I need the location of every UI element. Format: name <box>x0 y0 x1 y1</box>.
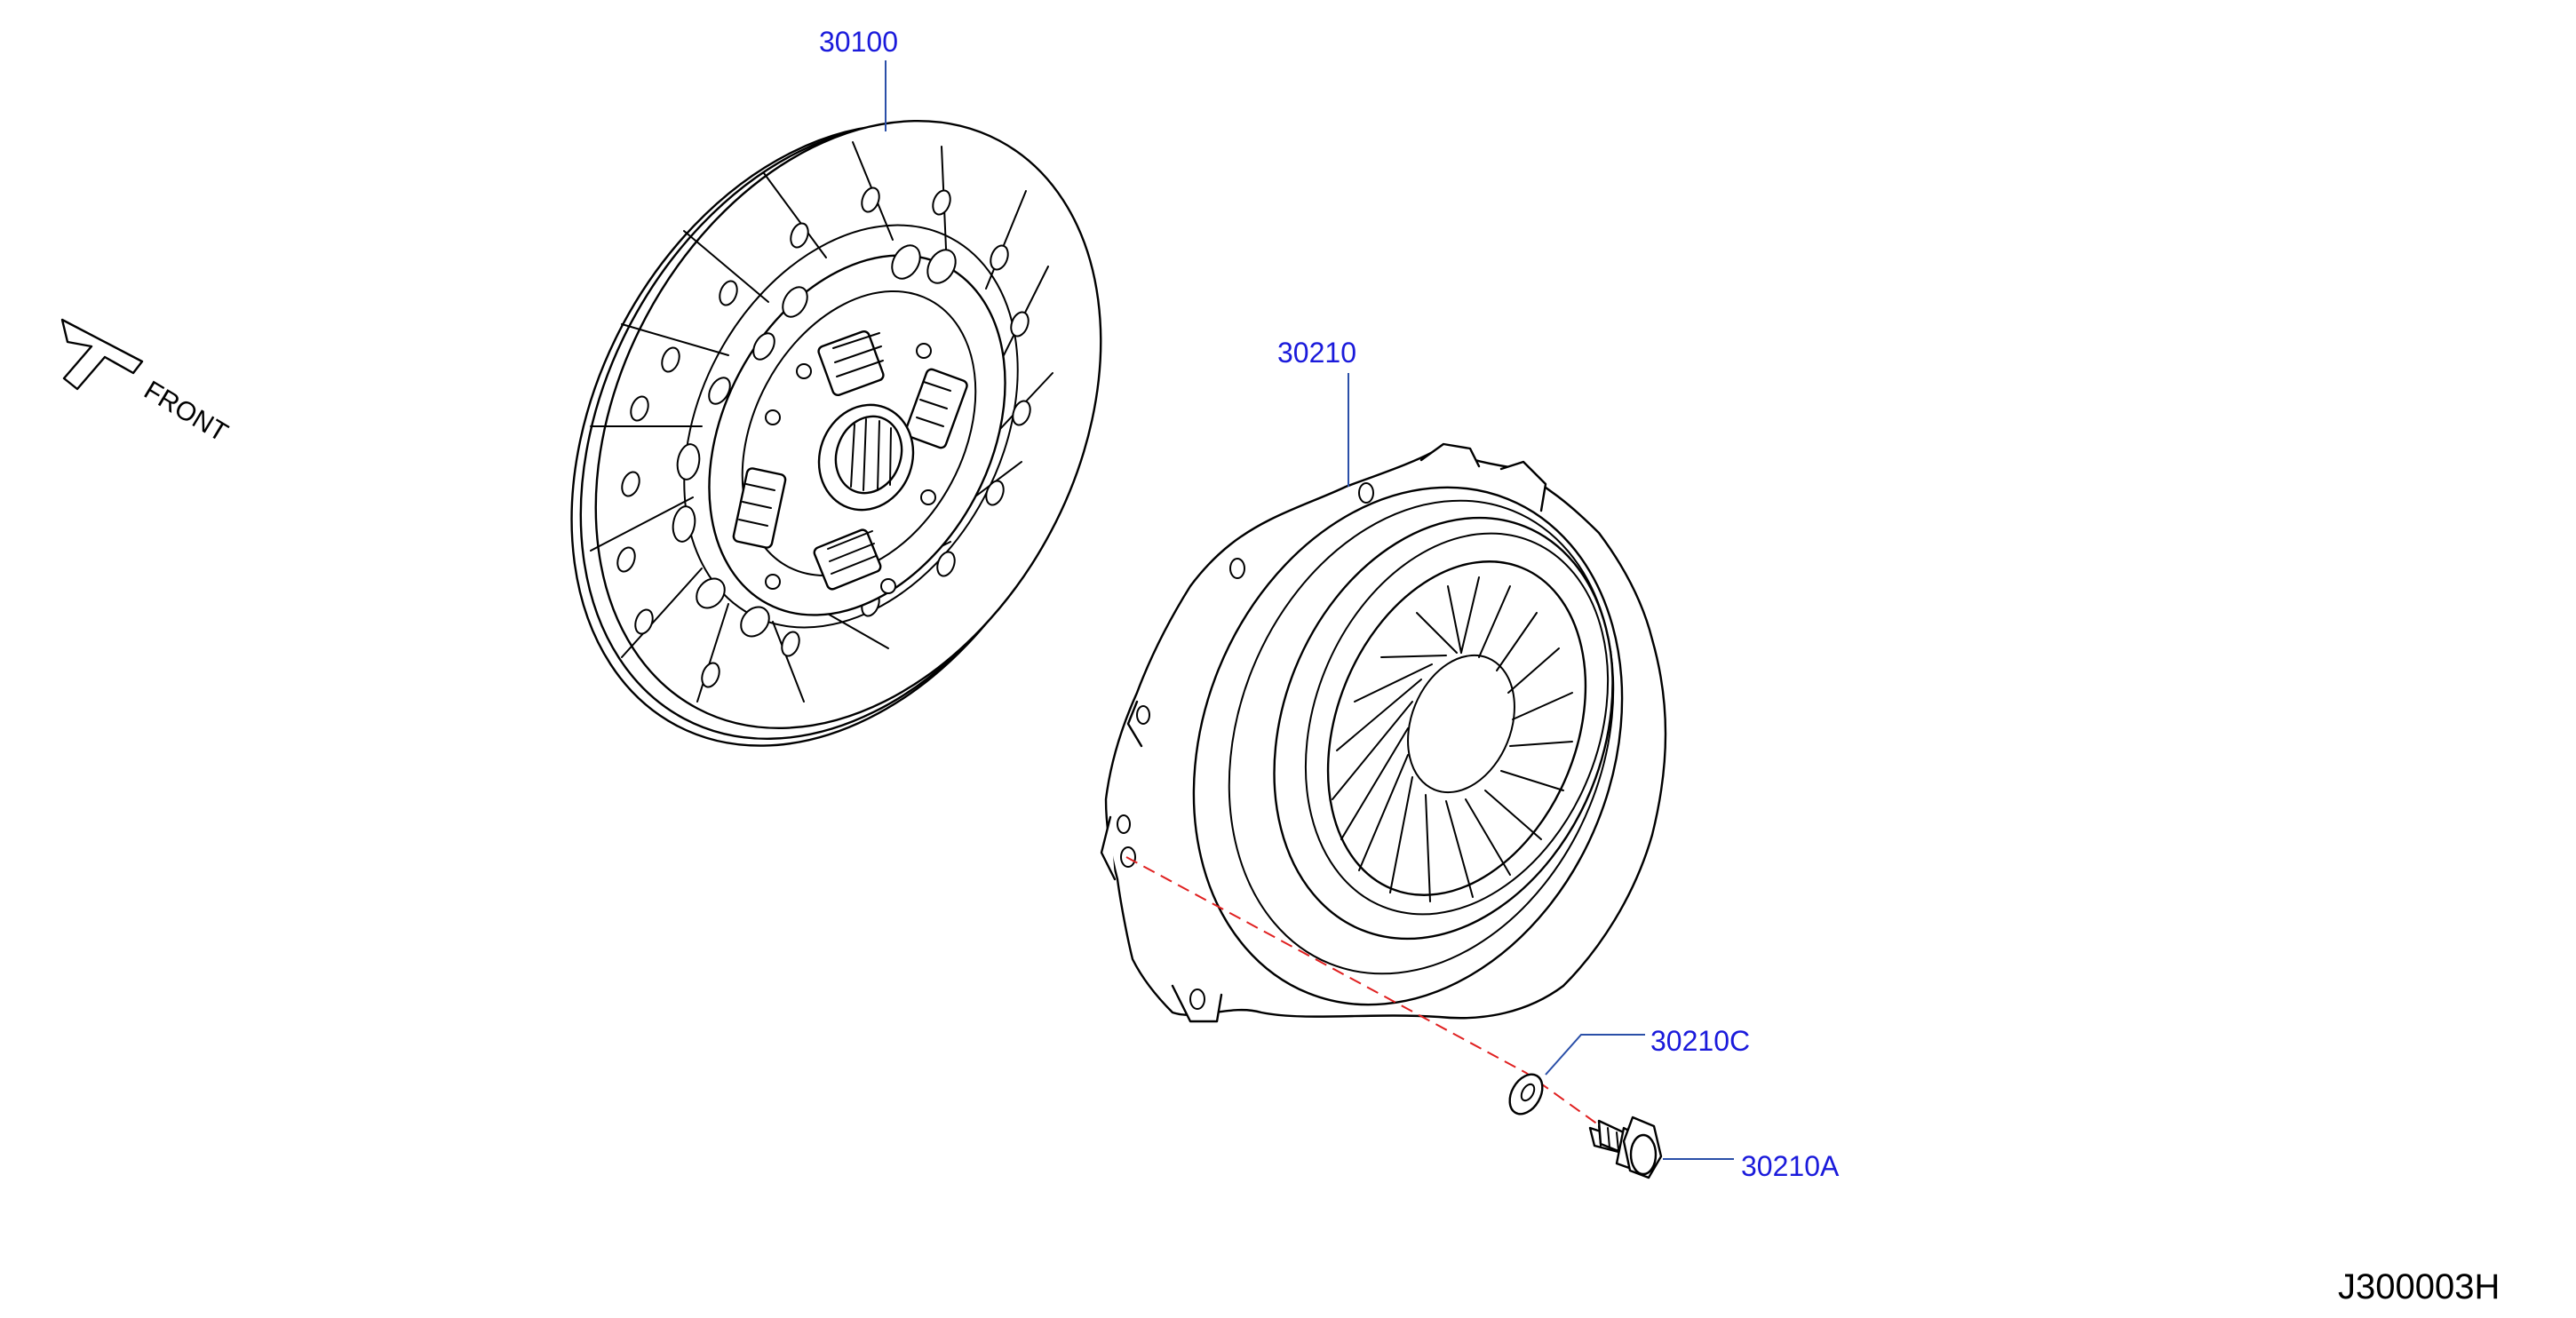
clutch-disc-drawing <box>570 119 1102 747</box>
leader-lines <box>885 60 1734 1160</box>
bolt-drawing <box>1588 1116 1663 1179</box>
front-arrow-icon <box>60 318 144 391</box>
drawing-code: J300003H <box>2338 1267 2500 1306</box>
alignment-line <box>1125 856 1634 1150</box>
front-label: FRONT <box>139 376 233 449</box>
damper-springs <box>732 330 968 591</box>
clutch-cover-drawing <box>1100 442 1667 1023</box>
part-number-30100: 30100 <box>819 26 898 58</box>
part-number-30210C: 30210C <box>1650 1025 1750 1057</box>
part-number-30210A: 30210A <box>1741 1150 1840 1182</box>
washer-drawing <box>1508 1073 1544 1116</box>
diaphragm-fingers <box>1332 576 1573 902</box>
lining-rivet-holes <box>616 187 1031 688</box>
scalloped-ring <box>672 244 957 638</box>
hub-splines <box>850 418 892 491</box>
hub-holes <box>765 343 936 594</box>
friction-segment-lines <box>590 141 1053 703</box>
part-number-30210: 30210 <box>1277 337 1356 369</box>
